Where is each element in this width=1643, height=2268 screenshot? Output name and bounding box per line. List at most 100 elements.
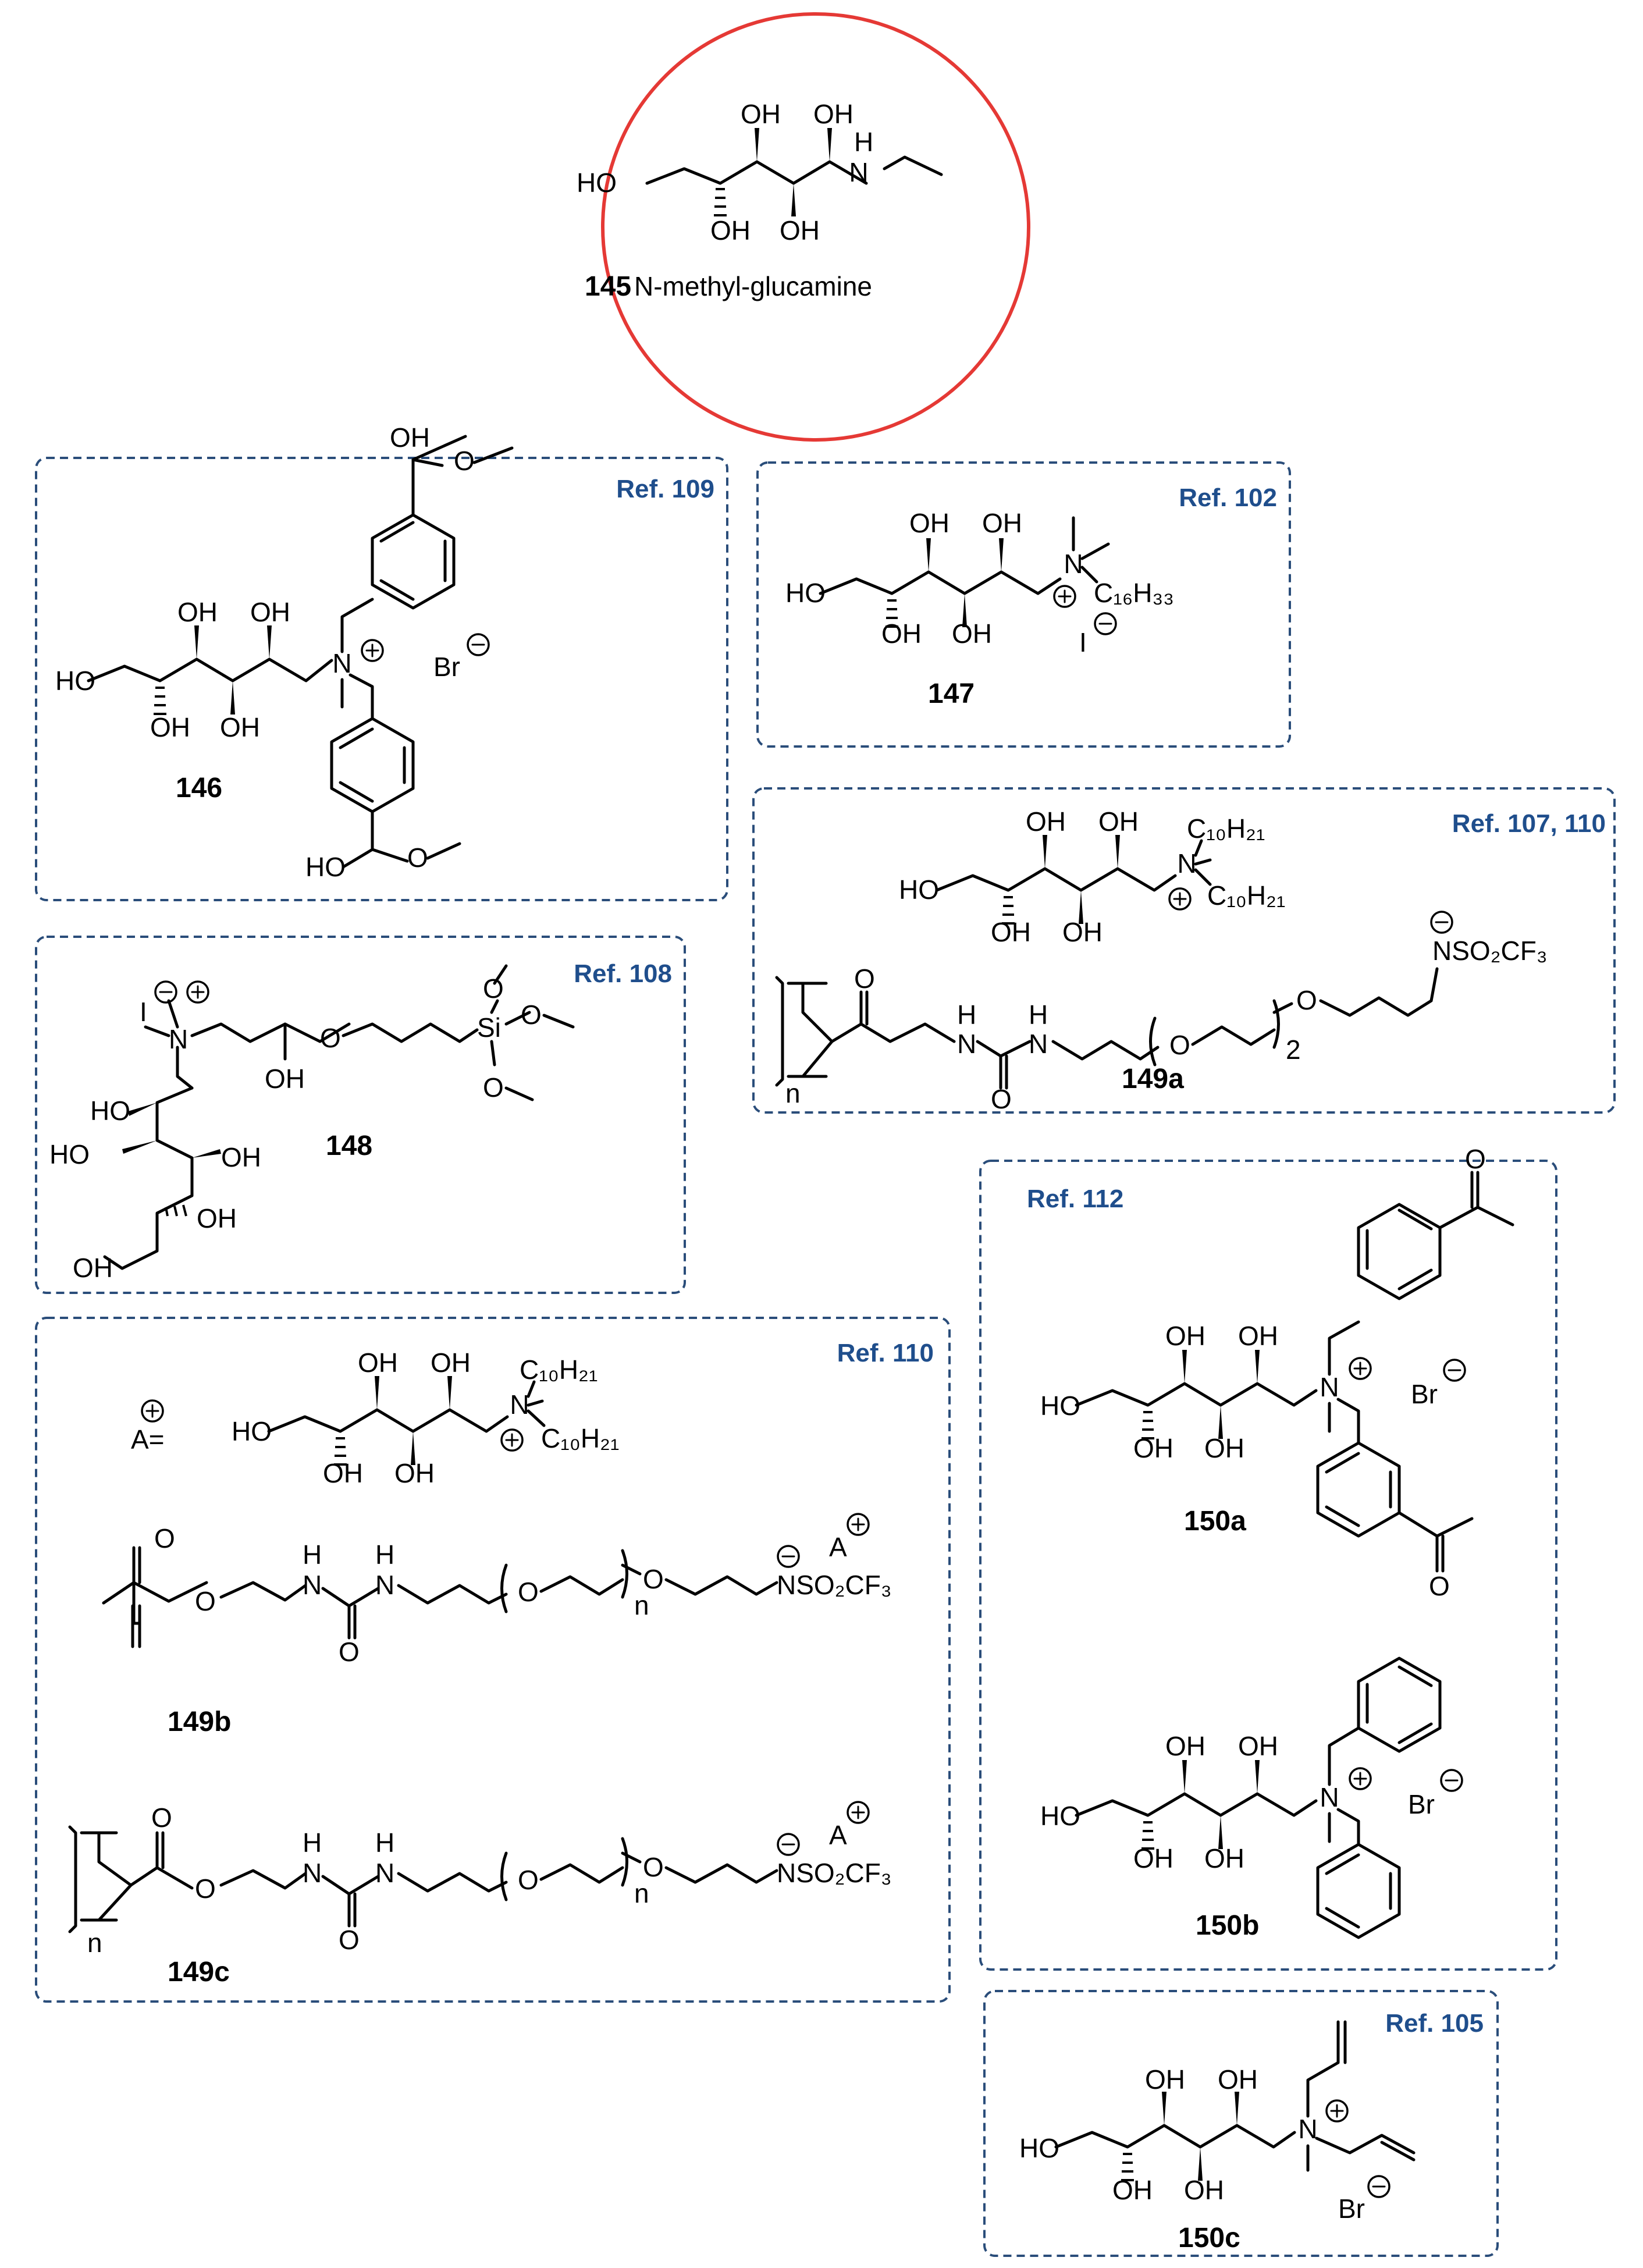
oh-label: OH xyxy=(197,1203,237,1233)
compound-number-149c: 149c xyxy=(168,1957,230,1988)
bromide-label: Br xyxy=(1338,2194,1365,2224)
h-label: H xyxy=(1029,1000,1048,1030)
o-label: O xyxy=(518,1577,539,1607)
oh-label: OH xyxy=(1112,2175,1153,2205)
n-label: N xyxy=(510,1389,529,1420)
oh-label: OH xyxy=(1165,1731,1205,1761)
ho-label: HO xyxy=(1040,1391,1080,1421)
oh-label: OH xyxy=(1145,2064,1185,2095)
o-label: O xyxy=(195,1874,216,1904)
o-label: O xyxy=(991,1084,1012,1114)
ref-label: Ref. 105 xyxy=(1385,2009,1484,2038)
h-label: H xyxy=(303,1540,322,1570)
iodide-label: I xyxy=(1079,627,1087,657)
iodide-label: I xyxy=(140,997,147,1027)
oh-label: OH xyxy=(431,1348,471,1378)
o-label: O xyxy=(154,1523,175,1554)
ho-label: HO xyxy=(90,1096,130,1126)
oh-label: OH xyxy=(1062,917,1103,947)
ho-label: HO xyxy=(899,875,939,905)
oh-label: OH xyxy=(982,508,1022,538)
ho-label: HO xyxy=(785,578,826,608)
ho-label: HO xyxy=(1040,1801,1080,1831)
box-ref-102 xyxy=(756,461,1291,748)
ho-label: HO xyxy=(577,168,617,198)
n-label: N xyxy=(1064,549,1083,579)
oh-label: OH xyxy=(150,712,190,742)
h-label: H xyxy=(957,1000,976,1030)
ref-label: Ref. 112 xyxy=(1027,1185,1123,1213)
oh-label: OH xyxy=(221,1142,261,1172)
box-ref-109 xyxy=(35,457,728,901)
oh-label: OH xyxy=(358,1348,398,1378)
o-label: O xyxy=(339,1925,360,1955)
ho-label: HO xyxy=(55,666,95,696)
oh-label: OH xyxy=(952,618,992,649)
compound-number-150a: 150a xyxy=(1184,1506,1246,1537)
oh-label: OH xyxy=(390,422,430,453)
o-label: O xyxy=(195,1586,216,1616)
n-label: N xyxy=(375,1858,394,1888)
oh-label: OH xyxy=(265,1064,305,1094)
o-label: O xyxy=(454,446,475,476)
box-ref-107-110 xyxy=(752,787,1616,1114)
ref-label: Ref. 102 xyxy=(1179,484,1277,512)
oh-label: OH xyxy=(1026,806,1066,837)
compound-number-145: 145 xyxy=(585,271,631,302)
n-label: N xyxy=(303,1570,322,1600)
oh-label: OH xyxy=(323,1458,363,1488)
compound-number-147: 147 xyxy=(928,678,975,709)
o-label: O xyxy=(518,1865,539,1895)
ho-label: HO xyxy=(305,852,346,882)
o-label: O xyxy=(483,1072,504,1103)
oh-label: OH xyxy=(1218,2064,1258,2095)
n-label: N xyxy=(1029,1029,1048,1059)
h-label: H xyxy=(854,127,873,157)
n-subscript: n xyxy=(634,1878,649,1908)
highlight-circle xyxy=(601,12,1030,442)
oh-label: OH xyxy=(1098,806,1139,837)
ho-label: HO xyxy=(232,1416,272,1446)
oh-label: OH xyxy=(813,99,853,129)
n-label: N xyxy=(303,1858,322,1888)
oh-label: OH xyxy=(1238,1321,1278,1351)
compound-146: OH OH HO OH OH N OH O HO O Br 146 xyxy=(55,422,514,882)
oh-label: OH xyxy=(177,597,218,627)
o-label: O xyxy=(521,1000,542,1030)
o-label: O xyxy=(643,1852,664,1882)
n-label: N xyxy=(957,1029,976,1059)
n-label: N xyxy=(375,1570,394,1600)
oh-label: OH xyxy=(1165,1321,1205,1351)
oh-label: OH xyxy=(991,917,1031,947)
alkyl-label: C₁₀H₂₁ xyxy=(520,1355,598,1385)
oh-label: OH xyxy=(394,1458,435,1488)
h-label: H xyxy=(375,1828,394,1858)
compound-149b-149c: A= OH OH HO OH OH N C₁₀H₂₁ C₁₀H₂₁ O O N … xyxy=(68,1348,892,1988)
cation-definition-label: A= xyxy=(131,1424,165,1455)
oh-label: OH xyxy=(73,1253,113,1283)
o-label: O xyxy=(320,1023,341,1053)
compound-number-148: 148 xyxy=(326,1131,372,1161)
ho-label: HO xyxy=(49,1139,90,1169)
o-label: O xyxy=(407,842,428,873)
ref-label: Ref. 110 xyxy=(837,1339,934,1367)
oh-label: OH xyxy=(881,618,922,649)
compound-145: OH OH HO OH OH H N 145 N-methyl-glucamin… xyxy=(577,12,1030,442)
alkyl-label: C₁₀H₂₁ xyxy=(541,1423,619,1453)
oh-label: OH xyxy=(780,215,820,246)
oh-label: OH xyxy=(250,597,290,627)
alkyl-label: C₁₀H₂₁ xyxy=(1187,813,1265,844)
o-label: O xyxy=(151,1803,172,1833)
compound-149a: OH OH HO OH OH N C₁₀H₂₁ C₁₀H₂₁ O n N H O… xyxy=(775,806,1548,1114)
n-subscript: n xyxy=(87,1928,102,1958)
o-label: O xyxy=(339,1637,360,1667)
compound-number-150c: 150c xyxy=(1178,2223,1240,2253)
sulfonimide-label: NSO₂CF₃ xyxy=(777,1858,892,1888)
n-label: N xyxy=(849,157,868,187)
box-ref-108 xyxy=(35,936,686,1294)
compound-147: OH OH HO OH OH N C₁₆H₃₃ I 147 xyxy=(785,508,1174,709)
compound-number-146: 146 xyxy=(176,773,222,804)
oh-label: OH xyxy=(1184,2175,1224,2205)
n-label: N xyxy=(332,648,351,678)
ho-label: HO xyxy=(1019,2133,1059,2163)
